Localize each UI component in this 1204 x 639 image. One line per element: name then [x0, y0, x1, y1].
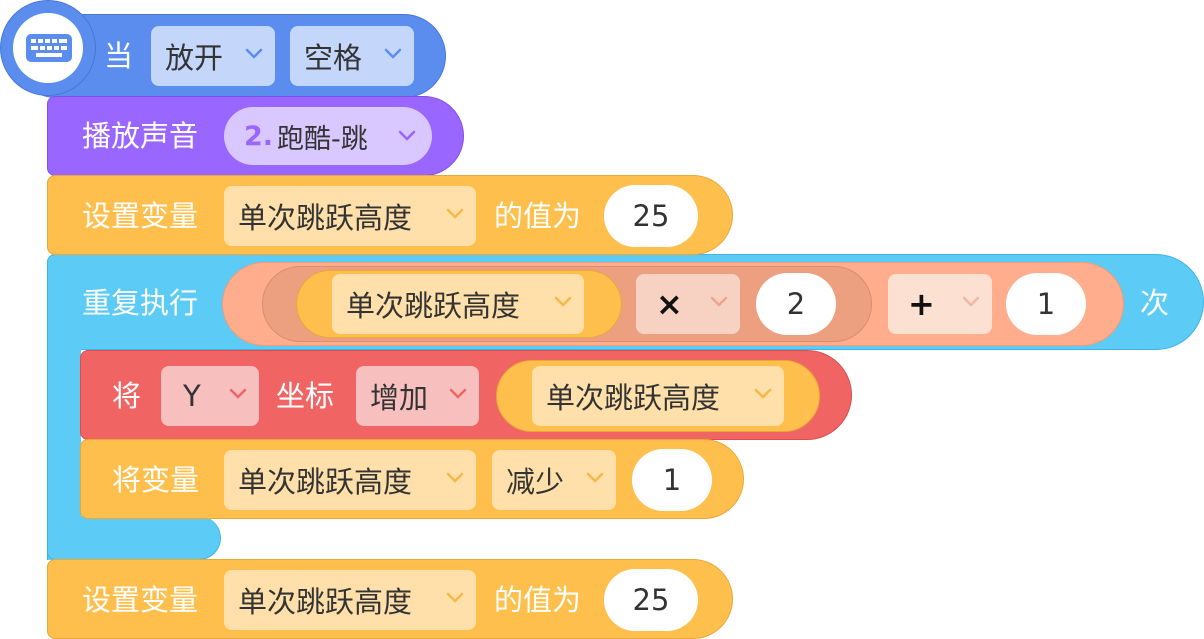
- coordinate-label: 坐标: [276, 379, 335, 413]
- set-value: 25: [632, 199, 670, 233]
- chevron-down-icon: [446, 592, 464, 603]
- variable-dropdown[interactable]: 单次跳跃高度: [332, 274, 584, 334]
- multiply-op-label: ×: [656, 285, 683, 323]
- repeat-times-label: 次: [1140, 286, 1170, 320]
- multiply-op-dropdown[interactable]: ×: [636, 274, 740, 334]
- variable-dropdown-label: 单次跳跃高度: [346, 289, 521, 323]
- sound-index: 2.: [244, 120, 274, 152]
- change-action-label: 增加: [370, 381, 429, 415]
- chevron-down-icon: [245, 48, 263, 59]
- chevron-down-icon: [710, 296, 728, 307]
- set-variable-label: 设置变量: [82, 583, 199, 617]
- sound-name: 跑酷-跳: [277, 123, 368, 155]
- repeat-block-bottom: [47, 516, 221, 560]
- change-variable-label: 将变量: [112, 463, 200, 497]
- hat-when-label: 当: [104, 39, 134, 73]
- change-mode-dropdown[interactable]: 减少: [492, 450, 616, 510]
- sound-dropdown[interactable]: 2. 跑酷-跳: [224, 107, 432, 165]
- variable-dropdown-label: 单次跳跃高度: [238, 465, 413, 499]
- set-value: 25: [632, 583, 670, 617]
- set-value-input[interactable]: 25: [604, 569, 698, 631]
- chevron-down-icon: [398, 130, 416, 141]
- chevron-down-icon: [446, 208, 464, 219]
- variable-dropdown[interactable]: 单次跳跃高度: [224, 570, 476, 630]
- chevron-down-icon: [962, 296, 980, 307]
- chevron-down-icon: [229, 388, 247, 399]
- multiply-value-input[interactable]: 2: [756, 273, 836, 335]
- variable-dropdown-label: 单次跳跃高度: [546, 381, 721, 415]
- variable-dropdown[interactable]: 单次跳跃高度: [532, 366, 784, 426]
- chevron-down-icon: [554, 296, 572, 307]
- key-dropdown-label: 空格: [304, 41, 363, 75]
- keyboard-icon: [26, 34, 72, 62]
- chevron-down-icon: [384, 48, 402, 59]
- chevron-down-icon: [449, 388, 467, 399]
- change-mode-label: 减少: [506, 465, 565, 499]
- repeat-label: 重复执行: [82, 286, 199, 320]
- chevron-down-icon: [446, 472, 464, 483]
- variable-dropdown-label: 单次跳跃高度: [238, 201, 413, 235]
- set-to-label: 的值为: [494, 583, 582, 617]
- play-sound-label: 播放声音: [82, 119, 199, 153]
- add-op-label: +: [908, 285, 935, 323]
- add-value: 1: [1036, 287, 1056, 321]
- axis-dropdown-label: Y: [183, 379, 201, 413]
- move-label: 将: [112, 379, 142, 413]
- change-action-dropdown[interactable]: 增加: [356, 366, 479, 426]
- set-to-label: 的值为: [494, 199, 582, 233]
- event-dropdown-label: 放开: [165, 41, 224, 75]
- chevron-down-icon: [754, 388, 772, 399]
- variable-dropdown-label: 单次跳跃高度: [238, 585, 413, 619]
- set-variable-label: 设置变量: [82, 199, 199, 233]
- variable-dropdown[interactable]: 单次跳跃高度: [224, 450, 476, 510]
- add-op-dropdown[interactable]: +: [888, 274, 992, 334]
- key-dropdown[interactable]: 空格: [290, 26, 414, 86]
- chevron-down-icon: [586, 472, 604, 483]
- variable-dropdown[interactable]: 单次跳跃高度: [224, 186, 476, 246]
- change-value-input[interactable]: 1: [632, 449, 712, 511]
- axis-dropdown[interactable]: Y: [161, 366, 259, 426]
- multiply-value: 2: [786, 287, 806, 321]
- event-dropdown[interactable]: 放开: [151, 26, 275, 86]
- add-value-input[interactable]: 1: [1006, 273, 1086, 335]
- set-value-input[interactable]: 25: [604, 185, 698, 247]
- change-value: 1: [662, 463, 682, 497]
